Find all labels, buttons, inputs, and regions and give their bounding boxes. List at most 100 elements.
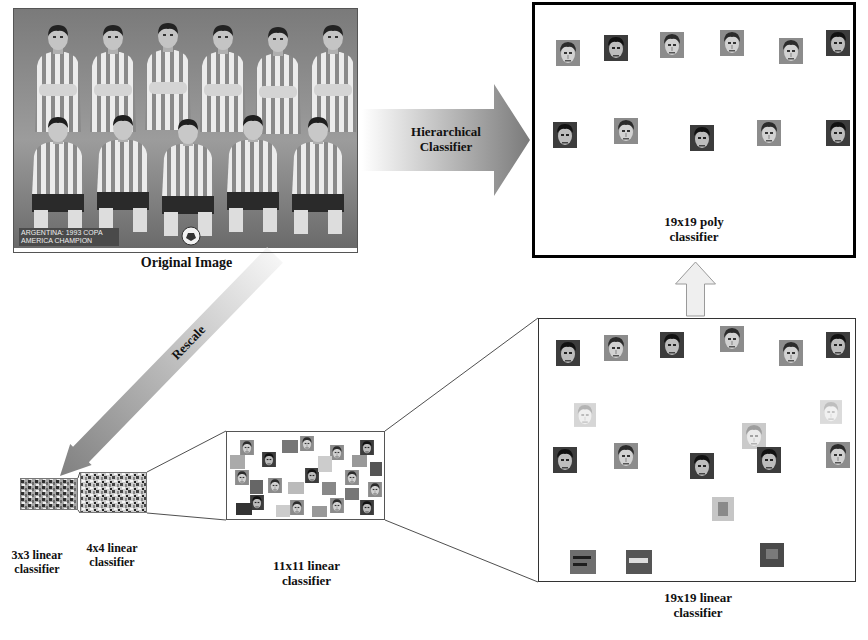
candidate-crops-part: [660, 332, 684, 358]
front-row-players: [32, 115, 344, 236]
result-face-crops-part: [826, 120, 850, 146]
candidate-crops-part: [820, 400, 842, 424]
patch-crops-part: [330, 498, 344, 513]
candidate-crops-part: [629, 558, 648, 563]
classifier-label: 19x19 poly classifier: [648, 215, 740, 245]
patch-crops-part: [262, 452, 276, 467]
scaled-image: 4x4 linear classifier: [80, 472, 147, 513]
patch-crops-part: [368, 482, 382, 497]
team-photo-part: [13, 8, 358, 248]
result-panel: 19x19 poly classifier: [532, 2, 856, 258]
front-row-players-part: [292, 117, 344, 234]
candidate-crops: [553, 326, 850, 574]
front-row-players-part: [97, 115, 149, 232]
classifier-label: 3x3 linear classifier: [3, 549, 71, 577]
candidate-crops-part: [573, 556, 591, 559]
downscaled-images-part: [20, 478, 78, 510]
patch-crops-part: [288, 482, 304, 494]
patch-crops-part: [250, 495, 264, 510]
candidate-crops-part: [574, 403, 596, 427]
front-row-players-part: [227, 115, 279, 232]
downscaled-images-part: [80, 472, 147, 513]
back-row-players-part: [255, 27, 301, 134]
patch-crops-part: [290, 500, 304, 515]
result-face-crops-part: [604, 35, 628, 61]
back-row-players-part: [90, 25, 136, 132]
result-face-crops-part: [553, 122, 577, 148]
football: [182, 227, 200, 245]
block-arrow: [60, 247, 283, 476]
back-row-players-part: [145, 23, 191, 130]
patch-crops-part: [330, 445, 344, 460]
patch-crops-part: [250, 480, 263, 494]
patch-crops-part: [318, 456, 332, 472]
result-face-crops-part: [556, 40, 580, 66]
patch-crops-part: [305, 468, 319, 483]
photo-inscription: ARGENTINA: 1993 COPA AMERICA CHAMPION: [19, 228, 119, 246]
result-face-crops: [553, 30, 850, 151]
source-photo: Original ImageARGENTINA: 1993 COPA AMERI…: [13, 8, 358, 253]
zoom-projection-line: [147, 431, 226, 520]
back-row-players: [35, 23, 356, 134]
candidate-crops-part: [570, 550, 596, 574]
patch-crops-part: [300, 436, 314, 451]
candidate-crops-part: [573, 563, 587, 566]
team-photo: [13, 8, 358, 248]
patch-crops-part: [352, 455, 367, 467]
back-row-players-part: [310, 25, 356, 132]
candidate-crops-part: [690, 453, 714, 479]
candidate-crops-part: [742, 423, 766, 449]
classifier-label: 11x11 linear classifier: [257, 559, 357, 589]
candidate-crops-part: [826, 442, 850, 468]
patch-crops-part: [360, 500, 374, 515]
result-face-crops-part: [660, 32, 684, 58]
result-face-crops-part: [690, 125, 714, 151]
front-row-players-part: [162, 119, 214, 236]
patch-crops-part: [345, 470, 359, 485]
image-caption: Original Image: [141, 255, 232, 271]
result-face-crops-part: [614, 118, 638, 144]
patch-image: 11x11 linear classifier: [226, 431, 385, 520]
result-face-crops-part: [779, 38, 803, 64]
patch-crops-part: [360, 440, 374, 455]
block-arrow: [362, 84, 530, 196]
candidate-crops-part: [614, 443, 638, 469]
candidate-crops-part: [712, 497, 734, 521]
patch-crops-part: [370, 462, 382, 476]
arrow-label: Hierarchical Classifier: [403, 125, 489, 155]
result-face-crops-part: [720, 30, 744, 56]
patch-crops-part: [276, 505, 290, 517]
candidate-crops-part: [556, 340, 580, 366]
result-face-crops-part: [826, 30, 850, 56]
result-face-crops-part: [757, 120, 781, 146]
classifier-label: 4x4 linear classifier: [78, 542, 146, 570]
football-part: [182, 227, 200, 245]
arrow-label: Rescale: [169, 323, 209, 363]
downscaled-images: [20, 472, 147, 513]
candidate-crops-part: [720, 326, 744, 352]
patch-crops-part: [240, 440, 254, 455]
candidate-crops-part: [757, 447, 781, 473]
candidate-crops-part: [626, 550, 652, 574]
candidate-crops-part: [779, 340, 803, 366]
patch-crops-part: [282, 440, 298, 453]
patch-crops-part: [322, 482, 336, 495]
candidate-crops-part: [718, 502, 728, 516]
candidate-crops-part: [766, 549, 778, 559]
candidate-crops-part: [760, 543, 784, 567]
scaled-image: 3x3 linear classifier: [20, 478, 78, 510]
back-row-players-part: [35, 25, 81, 132]
patch-crops-part: [236, 503, 252, 515]
patch-crops-part: [268, 478, 282, 493]
football-part: [186, 233, 196, 241]
patch-crops-part: [345, 488, 359, 500]
back-row-players-part: [200, 25, 246, 132]
classifier-label: 19x19 linear classifier: [643, 591, 753, 621]
zoom-projection-line: [385, 318, 538, 582]
candidate-crops-part: [604, 335, 628, 361]
block-arrow: [676, 262, 716, 316]
candidate-crops-part: [826, 332, 850, 358]
candidate-panel: 19x19 linear classifier: [538, 318, 856, 582]
